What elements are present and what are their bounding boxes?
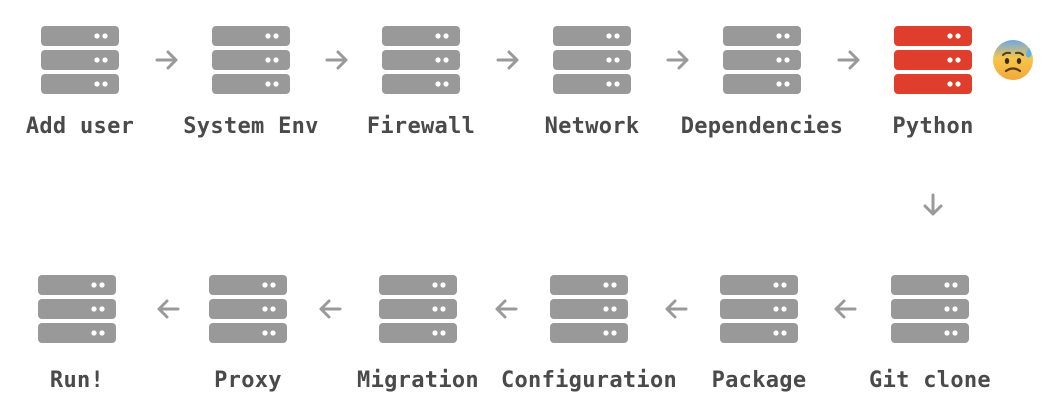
step-python: Python (843, 26, 1023, 146)
step-run: Run! (0, 275, 167, 395)
step-label: Proxy (214, 368, 282, 393)
step-system-env: System Env (161, 26, 341, 146)
server-icon (550, 275, 628, 343)
step-label: Add user (25, 114, 135, 139)
arrow-right-icon (496, 50, 519, 70)
step-label: Migration (357, 368, 479, 393)
server-icon (553, 26, 631, 94)
anxious-face-with-sweat-icon (993, 40, 1033, 80)
step-configuration: Configuration (499, 275, 679, 395)
step-git-clone: Git clone (840, 275, 1020, 395)
server-icon (382, 26, 460, 94)
step-label: Network (544, 114, 640, 139)
step-label: Package (711, 368, 807, 393)
step-package: Package (669, 275, 849, 395)
server-icon (720, 275, 798, 343)
step-label: Run! (49, 368, 105, 393)
arrow-left-icon (319, 299, 342, 319)
step-proxy: Proxy (158, 275, 338, 395)
step-network: Network (502, 26, 682, 146)
step-dependencies: Dependencies (672, 26, 852, 146)
step-firewall: Firewall (331, 26, 511, 146)
step-label: System Env (183, 114, 319, 139)
arrow-right-icon (155, 50, 178, 70)
arrow-right-icon (325, 50, 348, 70)
arrow-left-icon (495, 299, 518, 319)
arrow-down-icon (923, 193, 943, 216)
step-label: Firewall (366, 114, 476, 139)
server-icon (41, 26, 119, 94)
server-icon (209, 275, 287, 343)
arrow-left-icon (157, 299, 180, 319)
server-icon (891, 275, 969, 343)
step-label: Python (892, 114, 974, 139)
server-icon-highlight (894, 26, 972, 94)
arrow-left-icon (665, 299, 688, 319)
step-label: Dependencies (680, 114, 844, 139)
server-icon (212, 26, 290, 94)
arrow-right-icon (837, 50, 860, 70)
step-label: Git clone (869, 368, 991, 393)
arrow-right-icon (666, 50, 689, 70)
server-icon (379, 275, 457, 343)
step-migration: Migration (328, 275, 508, 395)
server-icon (38, 275, 116, 343)
arrow-left-icon (834, 299, 857, 319)
step-label: Configuration (500, 368, 678, 393)
server-icon (723, 26, 801, 94)
step-add-user: Add user (0, 26, 170, 146)
